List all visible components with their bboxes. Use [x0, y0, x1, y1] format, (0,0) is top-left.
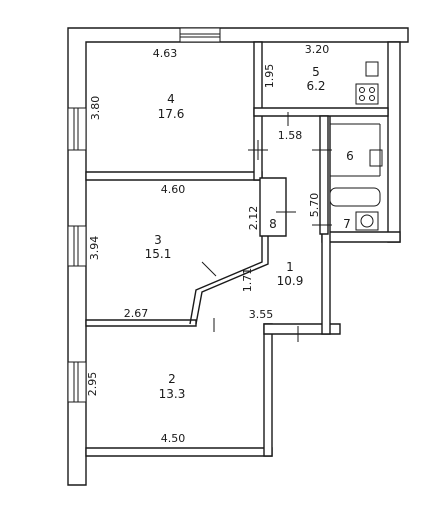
fixtures: [329, 61, 383, 231]
dim-room1-width: 3.55: [249, 308, 274, 321]
dim-corridor-length: 5.70: [308, 193, 321, 218]
room8-number: 8: [269, 217, 277, 231]
dim-room2-height: 2.95: [86, 372, 99, 397]
bathtub-icon: [329, 187, 381, 207]
room2-area: 13.3: [159, 387, 186, 401]
dim-room4-height: 3.80: [89, 96, 102, 121]
interior-walls: [85, 41, 389, 327]
toilet-icon: [355, 211, 379, 231]
room1-area: 10.9: [277, 274, 304, 288]
door-markers: [201, 112, 332, 342]
stove-icon: [355, 83, 379, 105]
room4-number: 4: [167, 92, 175, 106]
dim-room5-width: 3.20: [305, 43, 330, 56]
room5-area: 6.2: [306, 79, 325, 93]
dim-room4-bottom: 4.60: [161, 183, 186, 196]
dim-room2-width: 4.50: [161, 432, 186, 445]
washbasin-icon: [369, 149, 383, 167]
room3-area: 15.1: [145, 247, 172, 261]
dim-room3-bottom: 2.67: [124, 307, 149, 320]
dim-room5-height: 1.95: [263, 64, 276, 89]
sink-icon: [365, 61, 379, 77]
outer-walls: [67, 27, 409, 486]
dim-corridor-width: 1.58: [278, 129, 303, 142]
room2-number: 2: [168, 372, 176, 386]
room5-number: 5: [312, 65, 320, 79]
dim-room1-height: 1.71: [241, 268, 254, 293]
windows: [67, 27, 221, 403]
room1-number: 1: [286, 260, 294, 274]
room6-number: 6: [346, 149, 354, 163]
dim-room4-width: 4.63: [153, 47, 178, 60]
dim-room3-height: 3.94: [88, 236, 101, 261]
room4-area: 17.6: [158, 107, 185, 121]
room7-number: 7: [343, 217, 351, 231]
room3-number: 3: [154, 233, 162, 247]
dim-room8-height: 2.12: [247, 206, 260, 231]
